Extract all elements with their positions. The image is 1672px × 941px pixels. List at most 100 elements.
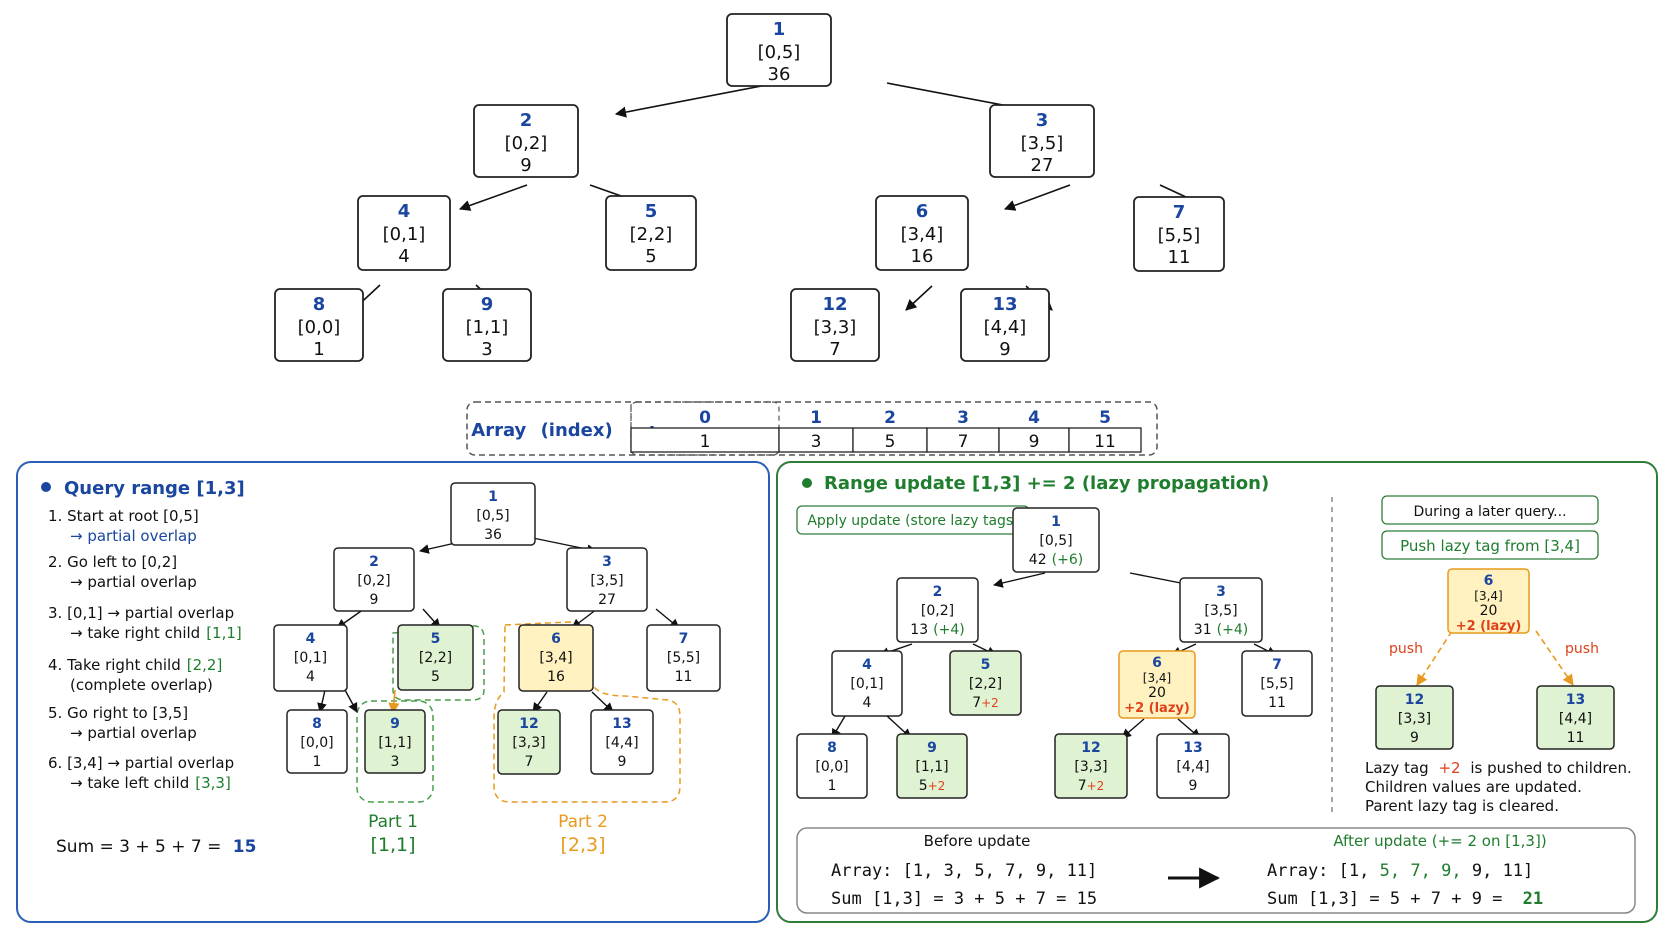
query-step-6-line1: 6. [3,4] → partial overlap (48, 754, 234, 772)
node-range: [0,5] (476, 508, 509, 524)
query-node-8: 8[0,0]1 (286, 709, 348, 774)
lazy-note-line3: Parent lazy tag is cleared. (1365, 797, 1559, 815)
array-value-5: 11 (1094, 432, 1116, 452)
array-index-3: 3 (957, 408, 969, 428)
push-nodes: 6[3,4]20+2 (lazy)12[3,3]913[4,4]11 (1375, 568, 1615, 750)
update-node-9: 9[1,1]5+2 (896, 733, 968, 799)
top-node-box (960, 288, 1050, 362)
query-node-box (450, 482, 536, 546)
node-id: 6 (916, 201, 929, 222)
node-range: [0,2] (357, 573, 390, 589)
update-node-box (896, 577, 979, 643)
push-node-box (1536, 685, 1615, 750)
node-value: 7 (829, 339, 840, 360)
node-value: 3 (391, 754, 400, 770)
query-node-1: 1[0,5]36 (450, 482, 536, 546)
node-id: 12 (1405, 692, 1424, 708)
node-value: 20 (1480, 603, 1498, 619)
array-index-1: 1 (810, 408, 822, 428)
node-id: 4 (862, 657, 872, 673)
query-node-box (273, 624, 348, 692)
part2-label: Part 2 (558, 812, 608, 832)
node-value: 1 (828, 778, 837, 794)
node-value: 9 (370, 592, 379, 608)
node-range: [3,4] (539, 650, 572, 666)
top-node-box (274, 288, 364, 362)
top-node-8: 8[0,0]1 (274, 288, 364, 362)
node-id: 2 (520, 110, 533, 131)
array-value-2: 5 (885, 432, 896, 452)
node-range: [3,5] (1204, 603, 1237, 619)
lazy-note-line1: Lazy tag +2 is pushed to children. (1365, 759, 1632, 777)
node-range: [4,4] (1559, 711, 1592, 727)
update-tree-nodes: 1[0,5]42(+6)2[0,2]13(+4)3[3,5]31(+4)4[0,… (796, 507, 1313, 799)
node-value: 5 (645, 246, 656, 267)
push-node-box (1375, 685, 1454, 750)
top-tree-nodes: 1[0,5]362[0,2]93[3,5]274[0,1]45[2,2]56[3… (274, 13, 1225, 362)
node-id: 2 (933, 584, 943, 600)
node-range: [0,1] (383, 224, 426, 245)
update-node-box (1156, 733, 1230, 799)
array-cell-box (926, 427, 1000, 453)
update-node-box (1241, 650, 1313, 717)
node-range: [4,4] (605, 735, 638, 751)
array-index-5: 5 (1099, 408, 1111, 428)
node-id: 13 (612, 716, 631, 732)
query-tree-nodes: 1[0,5]362[0,2]93[3,5]274[0,1]45[2,2]56[3… (273, 482, 721, 775)
node-id: 3 (1036, 110, 1049, 131)
update-tree-edges (831, 572, 1277, 739)
node-value: 20 (1148, 685, 1166, 701)
part2-range: [2,3] (560, 834, 605, 856)
top-node-box (605, 195, 697, 271)
top-node-box (473, 104, 579, 178)
node-value: 3 (481, 339, 492, 360)
update-node-box (896, 733, 968, 799)
query-step-4-line2: (complete overlap) (70, 676, 213, 694)
top-node-box (875, 195, 969, 271)
update-node-7: 7[5,5]11 (1241, 650, 1313, 717)
push-word-left: push (1389, 641, 1423, 657)
node-id: 1 (488, 489, 498, 505)
node-id: 2 (369, 554, 379, 570)
query-node-7: 7[5,5]11 (646, 624, 721, 692)
node-range: [5,5] (667, 650, 700, 666)
node-id: 12 (519, 716, 538, 732)
node-id: 7 (1272, 657, 1282, 673)
node-value: 1 (313, 339, 324, 360)
after-title: After update (+= 2 on [1,3]) (1333, 832, 1546, 850)
update-node-box (1012, 507, 1100, 573)
update-node-box (949, 650, 1022, 716)
query-step-2-line1: 2. Go left to [0,2] (48, 553, 177, 571)
node-value: 7+2 (972, 695, 999, 711)
node-id: 13 (992, 294, 1017, 315)
node-id: 6 (1484, 573, 1494, 589)
node-value: 4 (398, 246, 409, 267)
top-node-4: 4[0,1]4 (357, 195, 451, 271)
push-node-box (1447, 568, 1530, 634)
node-value: 13(+4) (910, 622, 964, 638)
query-step-3-line1: 3. [0,1] → partial overlap (48, 604, 234, 622)
top-node-9: 9[1,1]3 (442, 288, 532, 362)
update-node-2: 2[0,2]13(+4) (896, 577, 979, 643)
query-panel-border (16, 461, 770, 923)
query-step-6-line2: → take left child[3,3] (70, 774, 231, 792)
query-step-1-line2: → partial overlap (70, 527, 197, 545)
node-range: [0,2] (505, 133, 548, 154)
update-title: Range update [1,3] += 2 (lazy propagatio… (824, 473, 1269, 494)
array-index-2: 2 (884, 408, 896, 428)
node-range: [0,1] (294, 650, 327, 666)
node-range: [0,1] (850, 676, 883, 692)
update-bullet (802, 478, 812, 488)
push-node-12: 12[3,3]9 (1375, 685, 1454, 750)
update-node-box (1179, 577, 1263, 643)
update-node-12: 12[3,3]7+2 (1054, 733, 1128, 799)
query-step-3-line2: → take right child[1,1] (70, 624, 242, 642)
node-id: 12 (822, 294, 847, 315)
query-node-box (364, 709, 426, 774)
node-range: [3,5] (1021, 133, 1064, 154)
array-label: Array (index) (471, 420, 612, 441)
top-node-5: 5[2,2]5 (605, 195, 697, 271)
node-lazy: +2 (lazy) (1124, 701, 1190, 716)
query-bullet (41, 482, 51, 492)
